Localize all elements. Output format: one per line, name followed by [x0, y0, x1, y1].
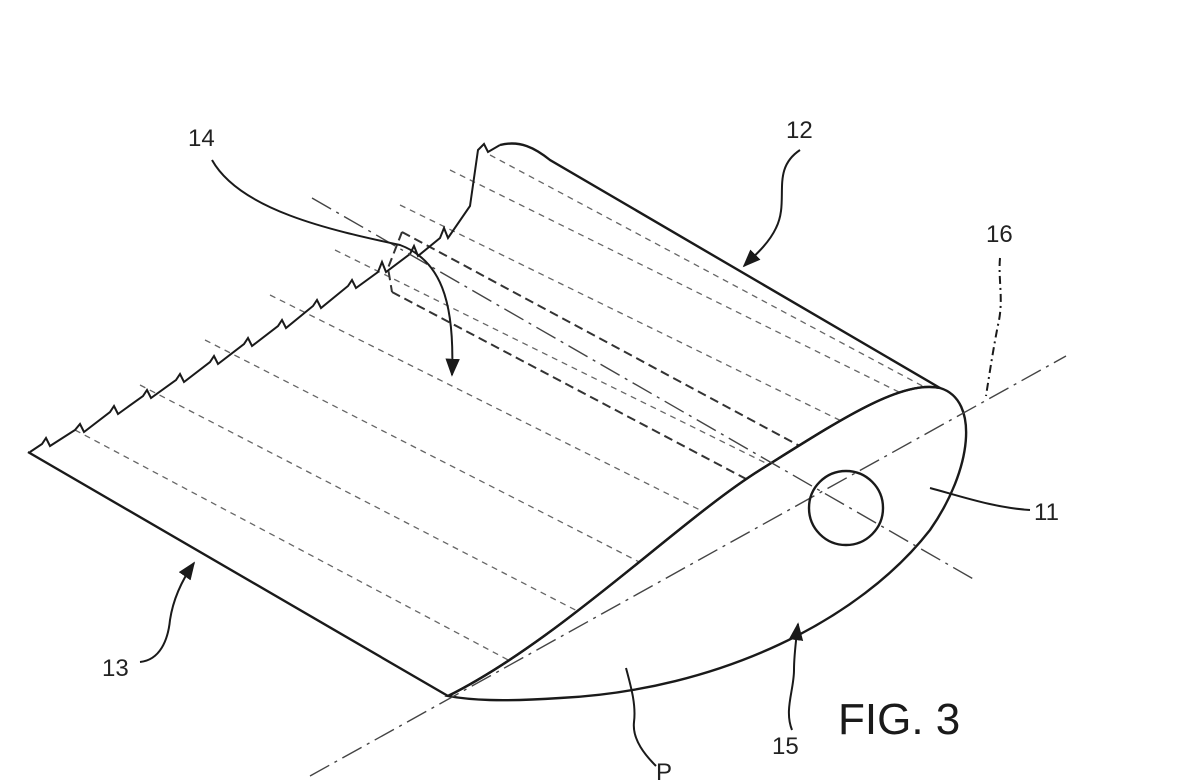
bore-circle	[807, 469, 885, 547]
airfoil-section-outline	[444, 385, 968, 702]
ref-label-13: 13	[102, 655, 129, 682]
ref-label-11: 11	[1034, 499, 1059, 526]
internal-rod-lines	[386, 231, 849, 519]
span-axis-line	[311, 197, 976, 581]
ref-label-14: 14	[188, 125, 215, 152]
leader-lines	[139, 149, 1031, 767]
pitch-axis-line	[309, 355, 1067, 777]
upper-leading-edge	[499, 142, 941, 390]
ref-label-p: P	[656, 759, 672, 782]
ref-label-16: 16	[986, 221, 1013, 248]
trailing-edge-line	[27, 450, 449, 698]
hidden-lines	[74, 154, 931, 663]
ref-label-15: 15	[772, 733, 799, 760]
trailing-edge-break-line	[29, 142, 501, 453]
section-chord-curve	[447, 385, 941, 698]
ref-label-12: 12	[786, 117, 813, 144]
figure-label: FIG. 3	[838, 695, 960, 744]
